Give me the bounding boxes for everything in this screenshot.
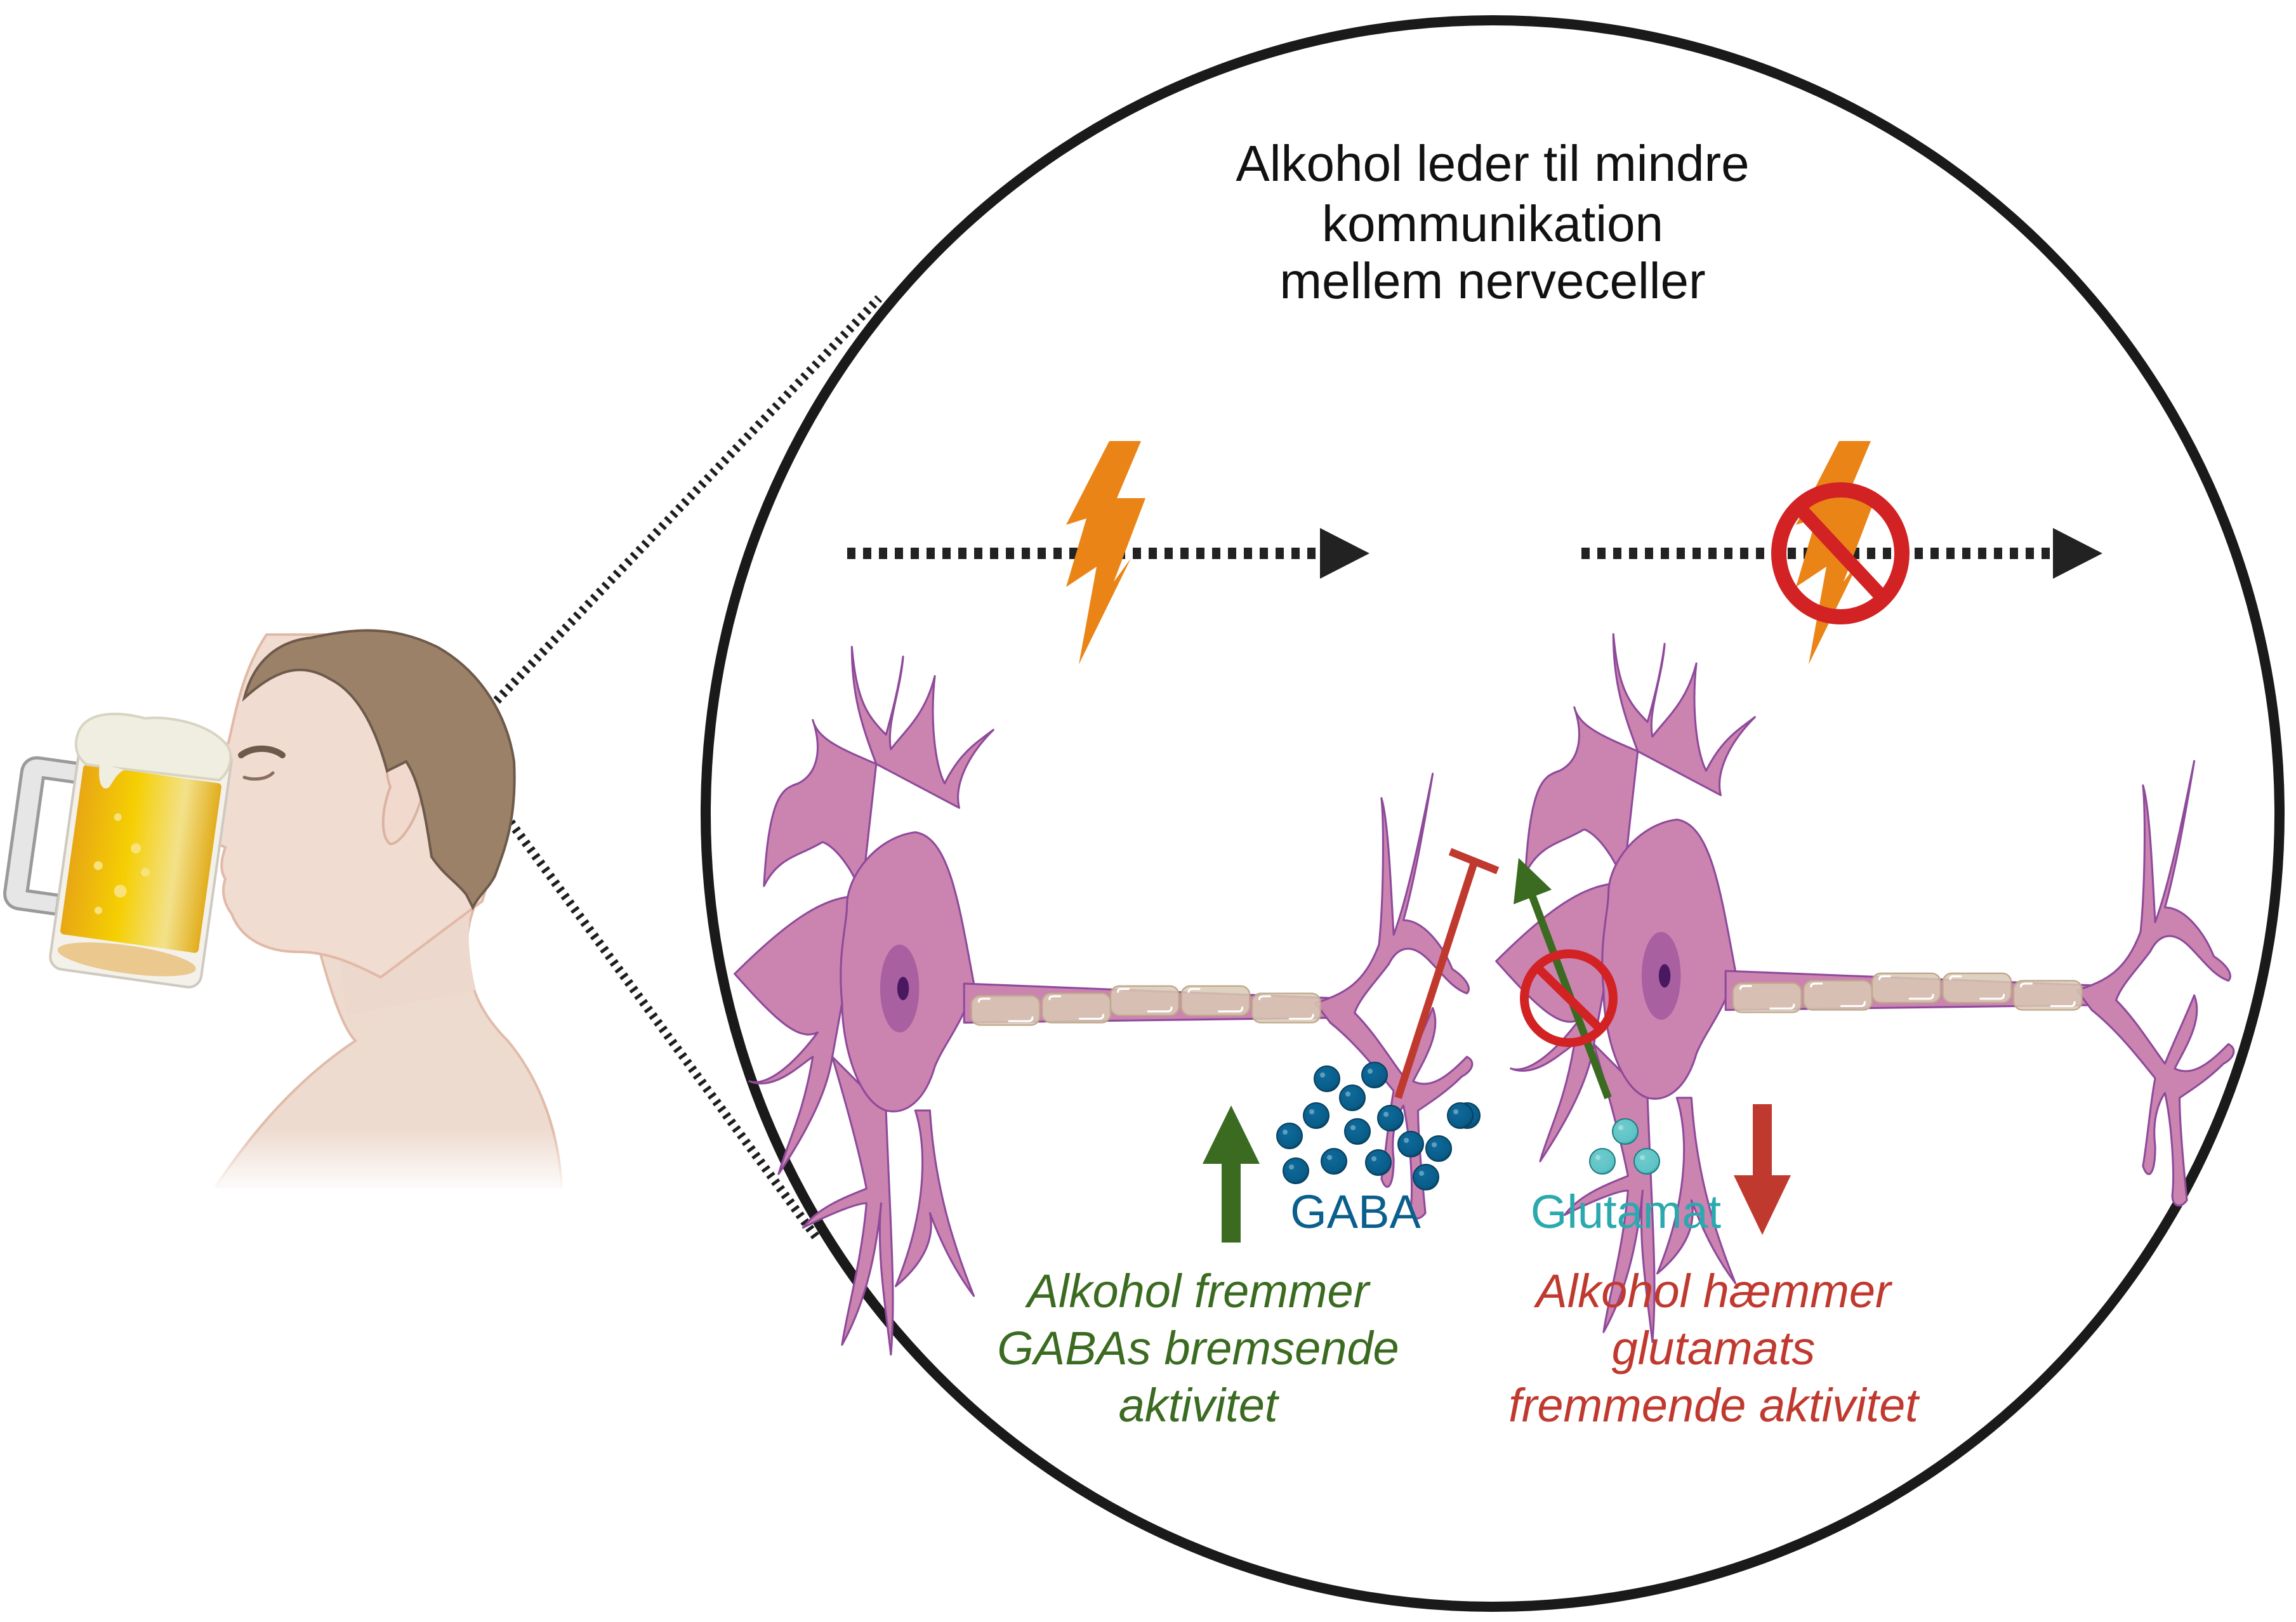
glutamat-vesicle-highlight bbox=[1618, 1125, 1623, 1130]
gaba-vesicle-highlight bbox=[1453, 1109, 1458, 1114]
zoom-lines bbox=[448, 295, 883, 1244]
gaba-vesicles bbox=[1276, 1062, 1481, 1190]
gaba-vesicle bbox=[1377, 1105, 1404, 1131]
gaba-vesicle-highlight bbox=[1383, 1112, 1389, 1117]
gaba-vesicle-highlight bbox=[1350, 1125, 1356, 1130]
glutamat-vesicle bbox=[1589, 1148, 1616, 1175]
gaba-vesicle-highlight bbox=[1432, 1142, 1437, 1147]
prohibited-icon bbox=[1520, 949, 1618, 1047]
gaba-vesicle-highlight bbox=[1309, 1109, 1314, 1114]
glutamat-vesicle bbox=[1633, 1148, 1660, 1175]
glutamat-caption-line-3: fremmende aktivitet bbox=[1508, 1379, 1920, 1432]
signal-arrow-1 bbox=[847, 528, 1369, 579]
gaba-vesicle bbox=[1425, 1135, 1452, 1162]
gaba-vesicle-highlight bbox=[1371, 1156, 1376, 1161]
gaba-vesicle bbox=[1413, 1164, 1439, 1190]
magnification-circle bbox=[701, 15, 2285, 1612]
glutamat-label: Glutamat bbox=[1531, 1185, 1722, 1238]
zoom-line-upper bbox=[453, 295, 883, 746]
person-eye-closed bbox=[242, 771, 275, 781]
gaba-vesicle bbox=[1447, 1102, 1474, 1129]
person-drinking-illustration bbox=[3, 629, 571, 1193]
gaba-caption-line-3: aktivitet bbox=[1119, 1379, 1280, 1432]
gaba-inhibition-line bbox=[1394, 848, 1500, 1099]
signal-arrow-2 bbox=[1581, 528, 2102, 579]
prohibited-icon bbox=[1771, 482, 1910, 624]
lightning-bolt-icon bbox=[1066, 441, 1145, 664]
person-eyebrow bbox=[238, 745, 286, 758]
neuron-1 bbox=[734, 645, 1474, 1356]
gaba-vesicle bbox=[1283, 1157, 1309, 1184]
gaba-vesicle bbox=[1361, 1062, 1388, 1088]
gaba-vesicle-highlight bbox=[1404, 1138, 1409, 1143]
gaba-vesicle bbox=[1344, 1118, 1371, 1145]
title: Alkohol leder til mindre kommunikation m… bbox=[1236, 135, 1749, 309]
gaba-vesicle bbox=[1303, 1102, 1329, 1129]
gaba-caption-line-2: GABAs bremsende bbox=[997, 1322, 1399, 1375]
neuron-2 bbox=[1495, 633, 2235, 1343]
gaba-vesicle-highlight bbox=[1368, 1069, 1373, 1074]
gaba-vesicle-highlight bbox=[1345, 1091, 1350, 1097]
glutamat-vesicle bbox=[1612, 1118, 1639, 1145]
gaba-vesicle bbox=[1314, 1065, 1340, 1092]
glutamat-caption-line-2: glutamats bbox=[1612, 1322, 1816, 1375]
gaba-label: GABA bbox=[1290, 1185, 1421, 1238]
gaba-vesicle bbox=[1276, 1123, 1303, 1149]
glutamat-vesicle-highlight bbox=[1640, 1155, 1645, 1160]
decrease-arrow-icon bbox=[1734, 1104, 1791, 1235]
glutamat-vesicle-highlight bbox=[1595, 1155, 1600, 1160]
beer-mug-icon bbox=[3, 713, 233, 989]
gaba-vesicle-highlight bbox=[1327, 1155, 1332, 1160]
title-line-1: Alkohol leder til mindre bbox=[1236, 135, 1749, 192]
gaba-vesicle-highlight bbox=[1320, 1072, 1325, 1078]
glutamat-caption-line-1: Alkohol hæmmer bbox=[1533, 1265, 1893, 1317]
glutamat-effect-caption: Alkohol hæmmer glutamats fremmende aktiv… bbox=[1508, 1265, 1920, 1432]
gaba-effect-caption: Alkohol fremmer GABAs bremsende aktivite… bbox=[997, 1265, 1399, 1432]
increase-arrow-icon bbox=[1203, 1105, 1260, 1243]
gaba-vesicle bbox=[1365, 1149, 1392, 1176]
gaba-vesicle bbox=[1339, 1085, 1366, 1111]
person-hair bbox=[242, 629, 516, 911]
gaba-vesicle bbox=[1397, 1131, 1424, 1157]
title-line-3: mellem nerveceller bbox=[1279, 253, 1705, 309]
gaba-vesicle-highlight bbox=[1419, 1171, 1424, 1176]
glutamat-vesicles bbox=[1589, 1118, 1660, 1175]
gaba-vesicle-highlight bbox=[1283, 1130, 1288, 1135]
gaba-vesicle bbox=[1321, 1148, 1347, 1175]
gaba-caption-line-1: Alkohol fremmer bbox=[1025, 1265, 1371, 1317]
gaba-vesicle-highlight bbox=[1289, 1164, 1294, 1170]
title-line-2: kommunikation bbox=[1322, 195, 1663, 252]
